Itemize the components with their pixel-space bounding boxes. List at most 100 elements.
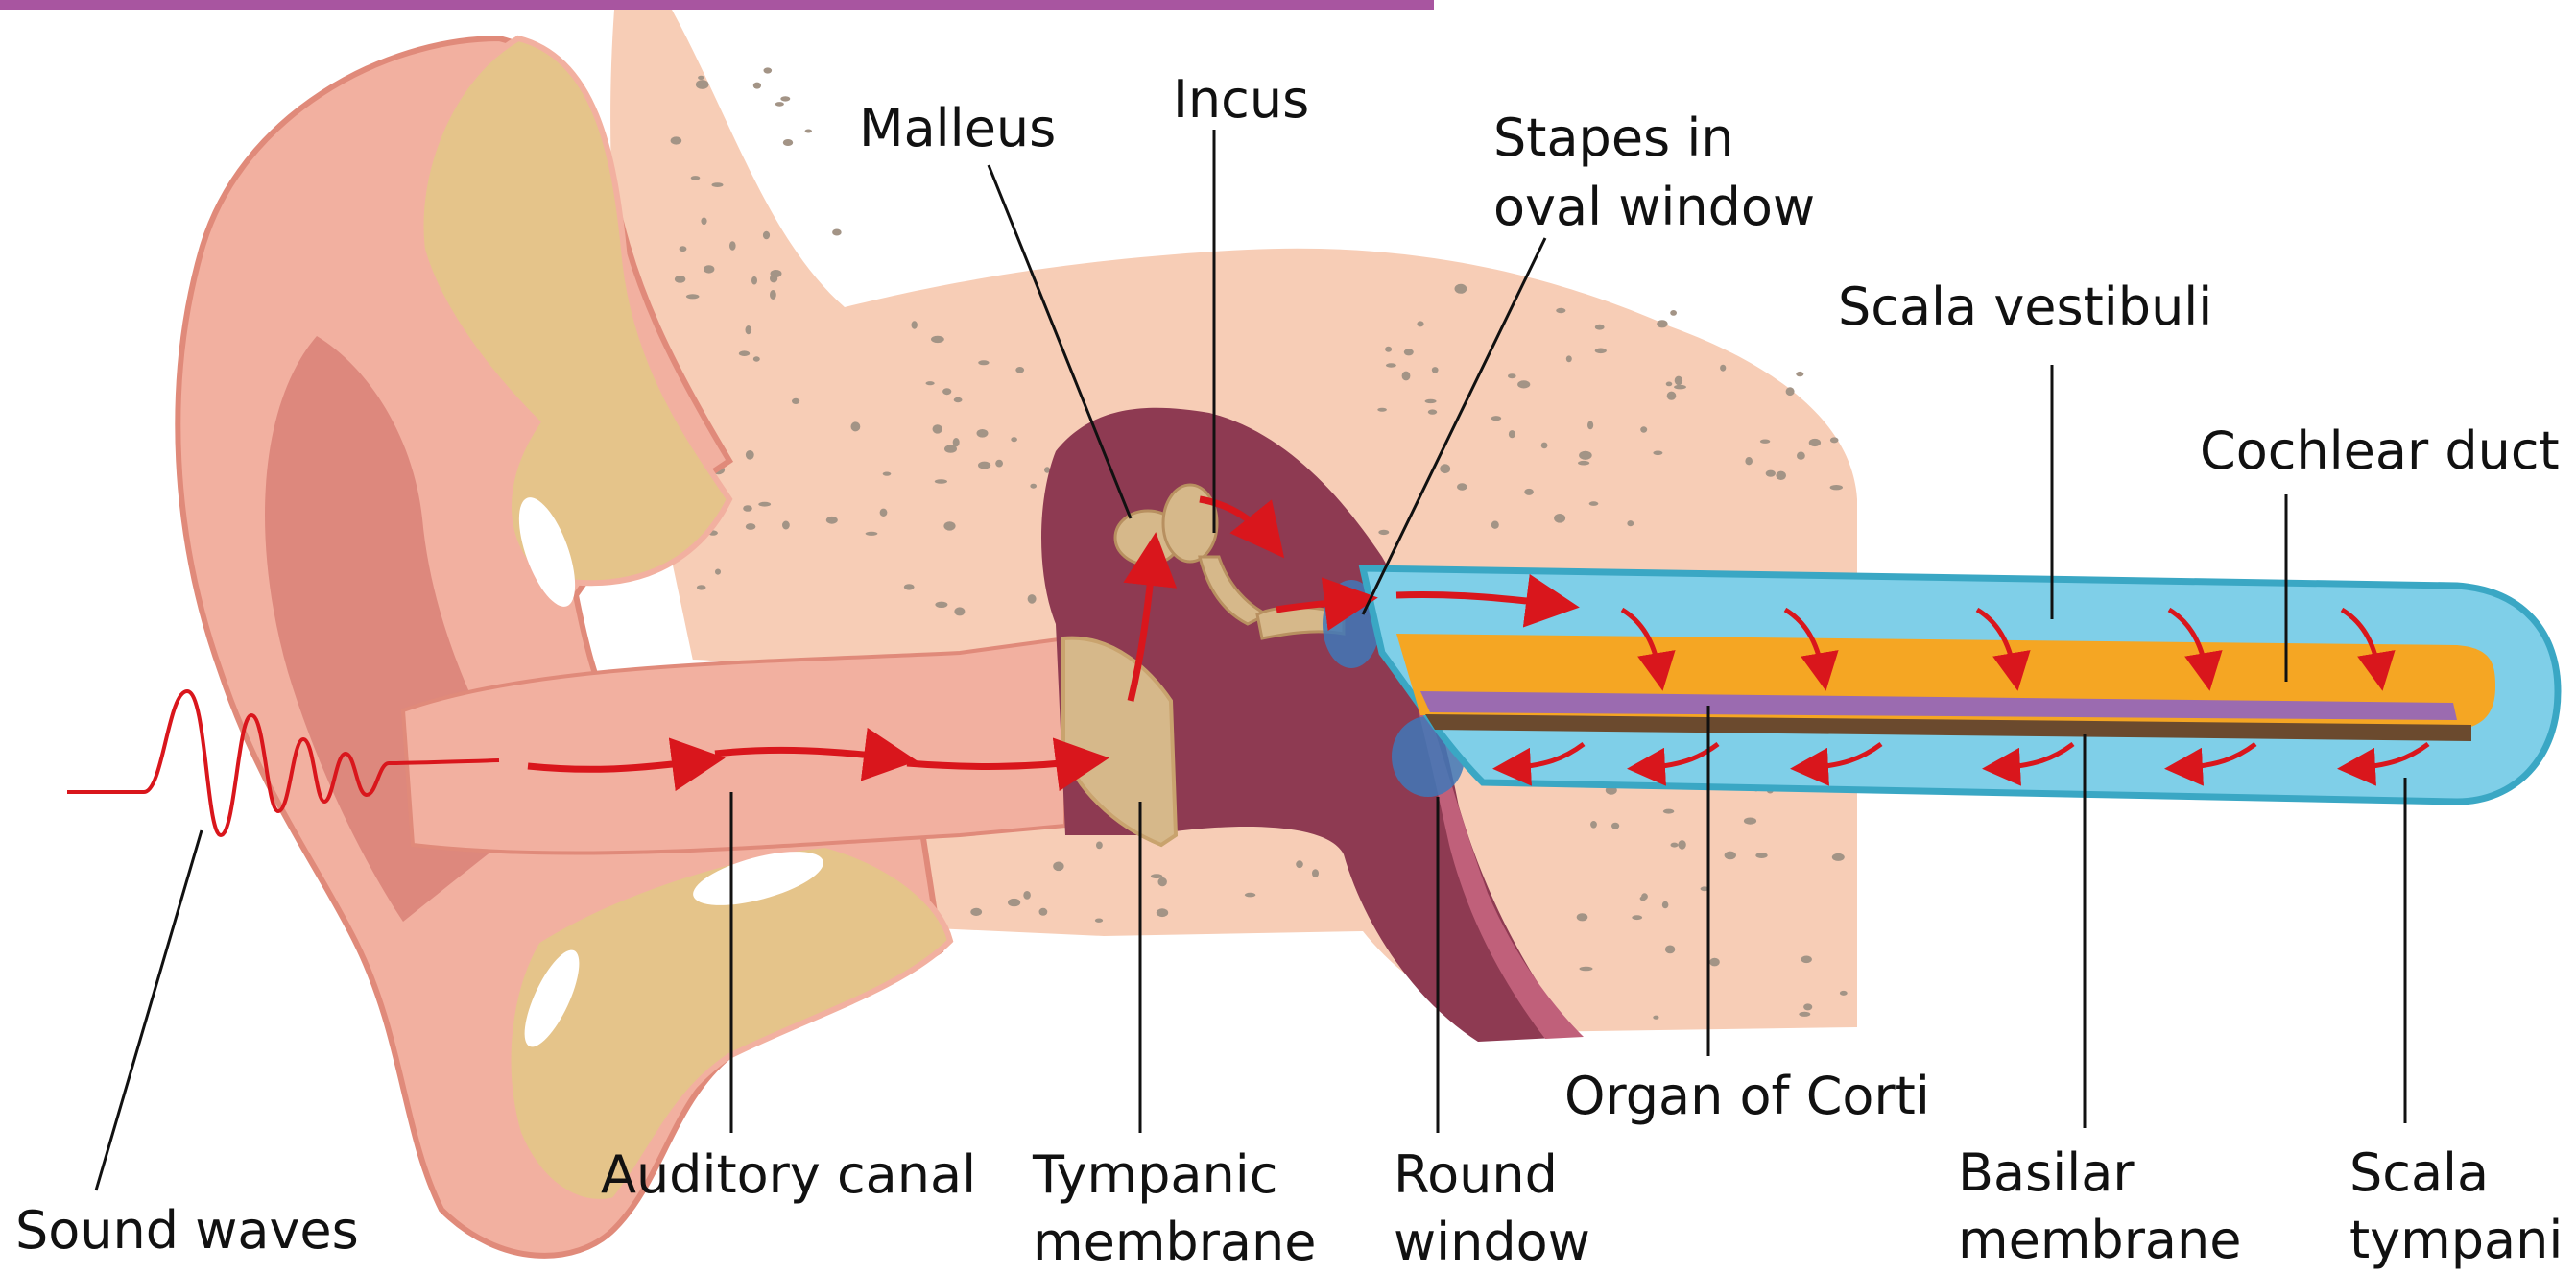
bone-pore bbox=[1653, 1016, 1658, 1020]
bone-pore bbox=[746, 450, 754, 460]
bone-pore bbox=[1023, 891, 1031, 900]
bone-pore bbox=[1296, 860, 1303, 868]
bone-pore bbox=[1653, 451, 1662, 456]
bone-pore bbox=[1095, 919, 1103, 923]
bone-pore bbox=[1011, 437, 1017, 442]
bone-pore bbox=[978, 462, 990, 469]
bone-pore bbox=[1245, 893, 1255, 898]
bone-pore bbox=[1667, 392, 1677, 400]
bone-pore bbox=[1158, 877, 1167, 886]
bone-pore bbox=[1378, 530, 1389, 535]
bone-pore bbox=[698, 76, 704, 80]
bone-pore bbox=[671, 136, 682, 144]
bone-pore bbox=[691, 176, 701, 180]
label-scala-tympani-line1: Scala bbox=[2349, 1142, 2489, 1203]
bone-pore bbox=[712, 182, 724, 187]
bone-pore bbox=[954, 607, 965, 615]
bone-pore bbox=[675, 276, 685, 283]
bone-pore bbox=[763, 231, 770, 240]
bone-pore bbox=[1799, 1012, 1810, 1017]
bone-pore bbox=[1587, 421, 1593, 430]
bone-pore bbox=[1674, 385, 1686, 390]
bone-pore bbox=[1632, 915, 1642, 920]
bone-pore bbox=[1517, 380, 1530, 388]
bone-pore bbox=[696, 80, 709, 89]
bone-pore bbox=[680, 246, 687, 252]
label-malleus: Malleus bbox=[859, 98, 1056, 158]
bone-pore bbox=[753, 356, 760, 361]
bone-pore bbox=[944, 445, 957, 452]
bone-pore bbox=[1440, 464, 1450, 473]
bone-pore bbox=[1404, 349, 1414, 355]
label-round-line1: Round bbox=[1394, 1144, 1558, 1205]
bone-pore bbox=[770, 290, 776, 300]
bone-pore bbox=[1760, 440, 1770, 444]
bone-pore bbox=[1670, 310, 1677, 316]
label-stapes-line1: Stapes in bbox=[1493, 108, 1734, 168]
label-organ-of-corti: Organ of Corti bbox=[1564, 1066, 1930, 1126]
bone-pore bbox=[943, 521, 955, 530]
bone-pore bbox=[1312, 869, 1319, 877]
bone-pore bbox=[1663, 809, 1674, 814]
bone-pore bbox=[912, 321, 918, 328]
label-scala-tympani-line2: tympani bbox=[2349, 1210, 2563, 1270]
bone-pore bbox=[1455, 284, 1467, 294]
bone-pore bbox=[1709, 958, 1720, 967]
bone-pore bbox=[1508, 373, 1516, 378]
label-cochlear-duct: Cochlear duct bbox=[2200, 421, 2560, 481]
bone-pore bbox=[1797, 452, 1805, 460]
bone-pore bbox=[1801, 956, 1812, 964]
label-basilar-line1: Basilar bbox=[1958, 1142, 2135, 1203]
bone-pore bbox=[1385, 347, 1392, 352]
bone-pore bbox=[1157, 908, 1168, 917]
bone-pore bbox=[783, 139, 793, 146]
bone-pore bbox=[701, 218, 706, 226]
bone-pore bbox=[1015, 367, 1024, 373]
bone-pore bbox=[1611, 823, 1619, 829]
bone-pore bbox=[977, 429, 989, 438]
bone-pore bbox=[1577, 913, 1588, 921]
bone-pore bbox=[1402, 372, 1411, 381]
bone-pore bbox=[1386, 363, 1396, 367]
bone-pore bbox=[1665, 946, 1675, 954]
bone-pore bbox=[1640, 426, 1647, 432]
bone-pore bbox=[746, 523, 756, 530]
bone-pore bbox=[1776, 471, 1786, 480]
bone-pore bbox=[1595, 349, 1607, 354]
bone-pore bbox=[1566, 355, 1572, 362]
bone-pore bbox=[904, 584, 915, 589]
bone-pore bbox=[746, 325, 752, 334]
bone-pore bbox=[1640, 897, 1647, 901]
bone-pore bbox=[942, 388, 951, 395]
bone-pore bbox=[1491, 521, 1499, 529]
bone-pore bbox=[1425, 399, 1437, 403]
top-bar bbox=[0, 0, 1434, 10]
bone-pore bbox=[704, 265, 714, 273]
bone-pore bbox=[1832, 853, 1845, 861]
incus-body bbox=[1163, 485, 1217, 562]
bone-pore bbox=[1030, 484, 1037, 489]
bone-pore bbox=[751, 276, 757, 285]
bone-pore bbox=[775, 102, 784, 107]
bone-pore bbox=[805, 130, 812, 133]
bone-pore bbox=[1766, 470, 1776, 477]
bone-pore bbox=[782, 521, 790, 530]
bone-pore bbox=[743, 505, 752, 512]
bone-pore bbox=[1028, 594, 1037, 604]
bone-pore bbox=[1666, 382, 1673, 387]
bone-pore bbox=[758, 502, 771, 507]
bone-pore bbox=[1745, 457, 1753, 465]
bone-pore bbox=[1671, 843, 1679, 848]
bone-pore bbox=[1432, 367, 1439, 373]
bone-pore bbox=[935, 479, 947, 484]
bone-pore bbox=[1675, 376, 1682, 386]
label-tympanic-line1: Tympanic bbox=[1032, 1144, 1277, 1205]
bone-pore bbox=[1457, 483, 1467, 491]
label-scala-vestibuli: Scala vestibuli bbox=[1838, 276, 2212, 337]
bone-pore bbox=[1725, 852, 1736, 860]
bone-pore bbox=[954, 397, 963, 402]
bone-pore bbox=[995, 460, 1003, 468]
bone-pore bbox=[715, 569, 721, 575]
bone-pore bbox=[926, 381, 935, 385]
